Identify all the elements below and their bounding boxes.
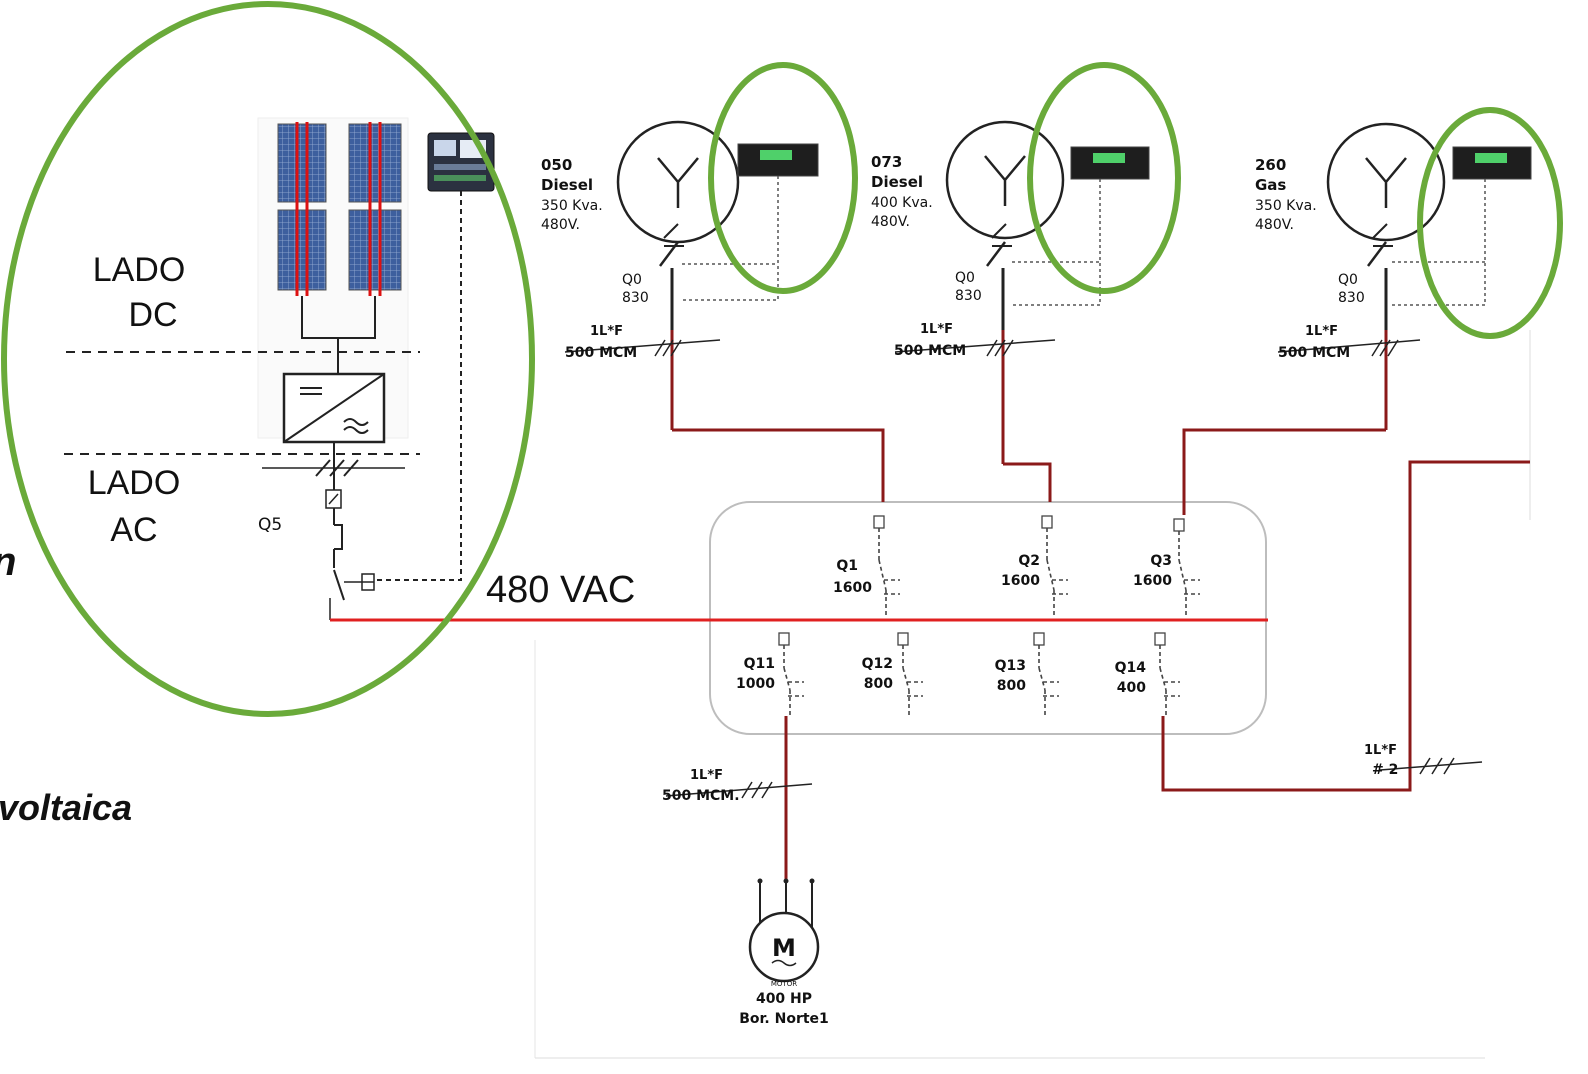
gen-3-breaker: Q0 [1338,272,1358,288]
gen-3-fuel: Gas [1255,176,1286,194]
incomer-q2-name: Q2 [1018,553,1040,569]
gen-2-breaker-rating: 830 [955,288,982,304]
right-cable-a: 1L*F [1364,743,1397,758]
incomer-q2-rating: 1600 [1001,573,1040,589]
breaker-q13-icon [1033,632,1059,715]
gen-1-cable-a: 1L*F [590,324,623,339]
motor-cable-a: 1L*F [690,768,723,783]
feeder-q11-name: Q11 [744,656,775,672]
gen-1-voltage: 480V. [541,217,580,233]
generator-1: 050 Diesel 350 Kva. 480V. Q0 830 1L*F 50… [541,120,885,502]
breaker-q5-icon [325,489,375,620]
breaker-q14-icon [1154,632,1180,715]
bus-label: 480 VAC [486,569,635,611]
generator-3-symbol-icon [1326,122,1446,242]
pv-section: Q5 LADO DC LADO AC [64,117,495,620]
dc-side-label: LADO [93,251,186,289]
feeder-q13-name: Q13 [995,658,1026,674]
inverter-icon [282,372,386,444]
feeder-breakers: Q11 1000 Q12 800 Q13 800 Q14 400 [736,632,1180,715]
feeder-q13-rating: 800 [997,678,1026,694]
gen-1-rating: 350 Kva. [541,198,603,214]
breaker-q12-icon [897,632,923,715]
breaker-q1-icon [873,515,900,618]
motor-symbol: M [772,934,796,962]
feeder-q12-name: Q12 [862,656,893,672]
incomer-q3-name: Q3 [1150,553,1172,569]
motor-name: Bor. Norte1 [739,1011,829,1027]
controller-3-highlight-ellipse [1417,107,1563,339]
gen-3-cable-a: 1L*F [1305,324,1338,339]
pv-controller-icon [427,132,495,192]
breaker-q3-icon [1173,518,1200,618]
pv-panel-icon [277,209,327,291]
gen-1-id: 050 [541,156,572,174]
controller-2-highlight-ellipse [1027,62,1181,294]
controller-1-highlight-ellipse [708,62,858,294]
gen-3-voltage: 480V. [1255,217,1294,233]
gen-2-rating: 400 Kva. [871,195,933,211]
motor-feeder: 1L*F 500 MCM. M MOTOR 400 HP Bor. Norte1 [662,716,829,1027]
gen-2-id: 073 [871,153,902,171]
motor-icon [748,911,820,983]
gen-3-rating: 350 Kva. [1255,198,1317,214]
incomer-q3-rating: 1600 [1133,573,1172,589]
feeder-q11-rating: 1000 [736,676,775,692]
control-wire [374,191,462,581]
gen-3-cable-b: 500 MCM [1278,345,1350,361]
gen-2-fuel: Diesel [871,173,923,191]
gen-3-id: 260 [1255,156,1286,174]
incomer-q1-rating: 1600 [833,580,872,596]
gen-2-cable-a: 1L*F [920,322,953,337]
motor-power: 400 HP [756,991,812,1007]
breaker-q2-icon [1041,515,1068,618]
cut-text: voltaica [0,787,132,828]
feeder-q14-rating: 400 [1117,680,1146,696]
incomer-breakers: Q1 1600 Q2 1600 Q3 1600 [833,515,1200,618]
cut-text: n [0,540,16,584]
breaker-q11-icon [778,632,804,715]
gen-1-cable-b: 500 MCM [565,345,637,361]
ac-side-label: AC [110,511,157,549]
gen-2-breaker: Q0 [955,270,975,286]
pv-panel-icon [348,123,402,203]
gen-3-breaker-rating: 830 [1338,290,1365,306]
motor-cable-b: 500 MCM. [662,788,740,804]
generator-2: 073 Diesel 400 Kva. 480V. Q0 830 1L*F 50… [871,120,1150,502]
gen-2-voltage: 480V. [871,214,910,230]
pv-array [277,122,402,374]
gen-1-breaker: Q0 [622,272,642,288]
incomer-q1-name: Q1 [836,558,858,574]
pv-panel-icon [348,209,402,291]
gen-2-cable-b: 500 MCM [894,343,966,359]
dc-side-label: DC [128,296,177,334]
pv-panel-icon [277,123,327,203]
pv-highlight-ellipse [1,1,535,717]
ac-side-label: LADO [88,464,181,502]
generator-2-symbol-icon [945,120,1065,240]
right-feeder: 1L*F # 2 [1161,460,1530,792]
breaker-q5-label: Q5 [258,515,282,535]
right-cable-b: # 2 [1372,762,1398,778]
switchboard-enclosure [709,501,1267,735]
feeder-q12-rating: 800 [864,676,893,692]
motor-small-label: MOTOR [771,980,797,988]
generator-3: 260 Gas 350 Kva. 480V. Q0 830 1L*F 500 M… [1182,122,1532,515]
gen-1-breaker-rating: 830 [622,290,649,306]
gen-1-fuel: Diesel [541,176,593,194]
feeder-q14-name: Q14 [1115,660,1147,676]
